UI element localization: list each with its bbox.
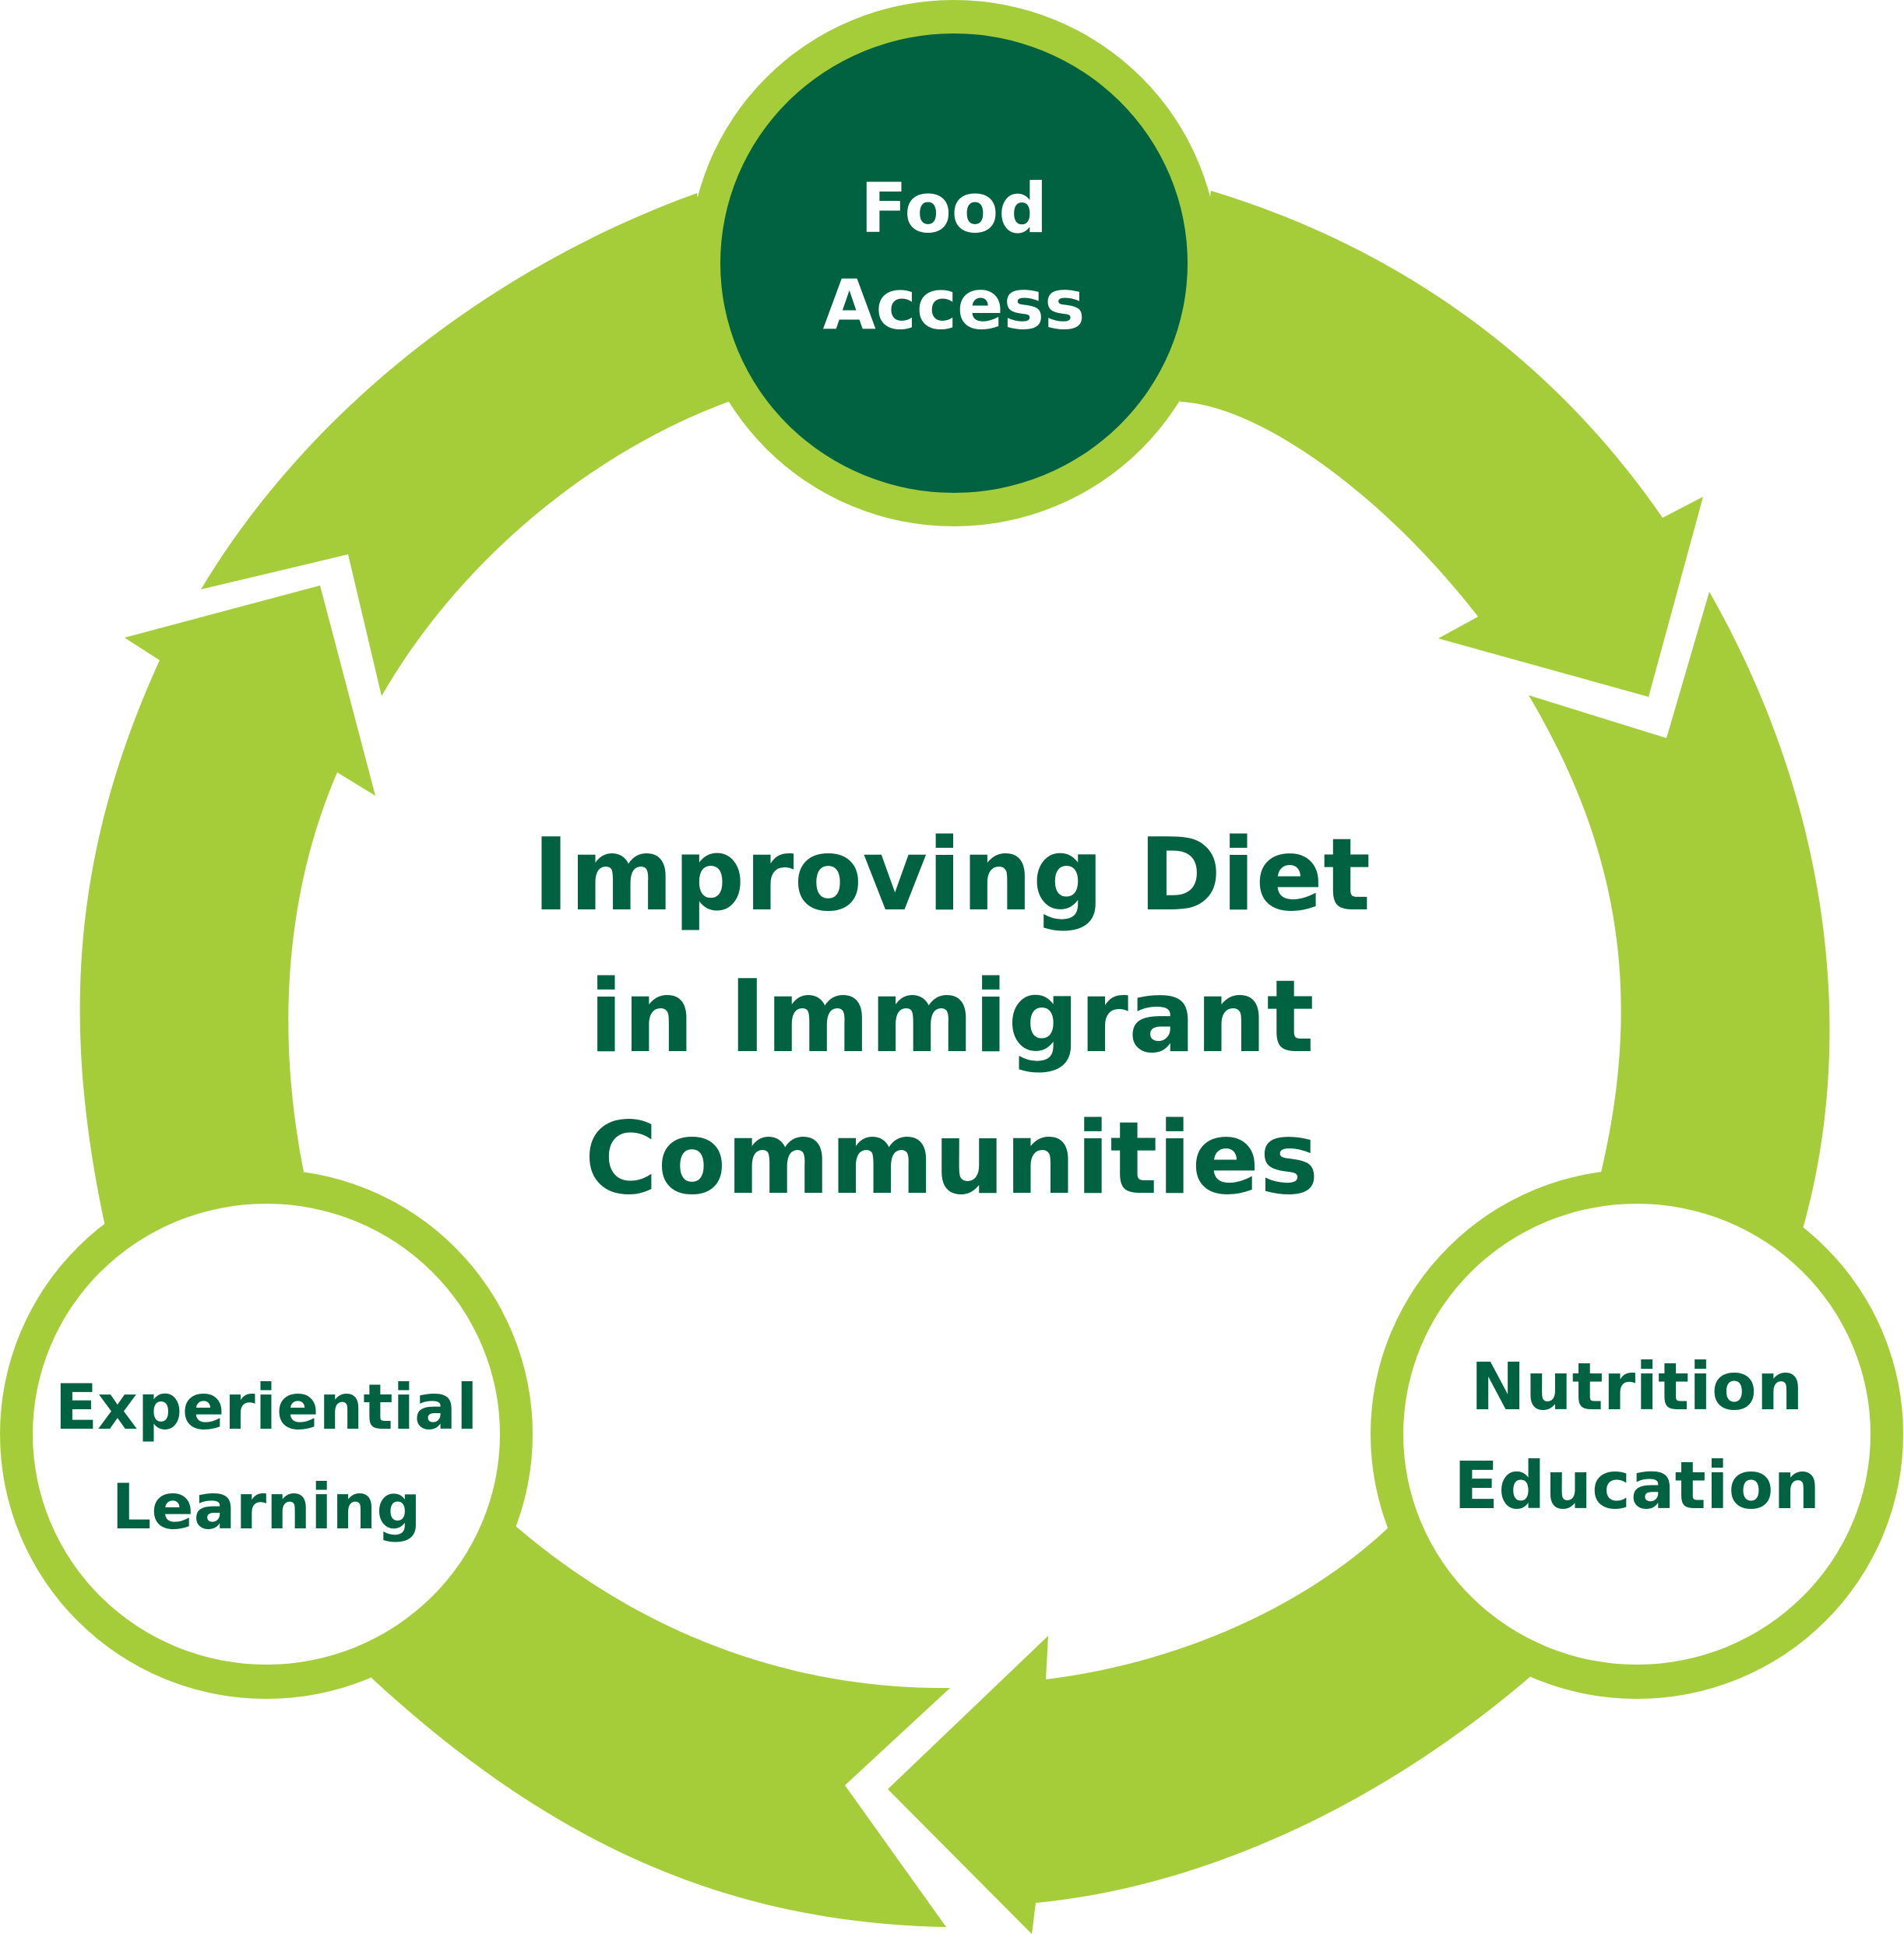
center-title-line2: in Immigrant [589, 959, 1314, 1075]
food-access-label-line2: Access [823, 265, 1086, 345]
food-access-label-line1: Food [860, 168, 1047, 248]
cycle-arrow-right-lower [1529, 592, 1830, 1229]
experiential-learning-node [33, 1204, 500, 1665]
food-access-node [720, 33, 1188, 493]
center-title-line3: Communities [585, 1101, 1319, 1217]
nutrition-education-label-line2: Education [1454, 1447, 1820, 1524]
experiential-learning-label-line2: Learning [111, 1471, 421, 1543]
center-title-line1: Improving Diet [533, 818, 1371, 934]
cycle-arrow-food-to-nutrition [1180, 191, 1703, 697]
cycle-arrow-left-upper [201, 193, 730, 696]
cycle-arrow-nutrition-to-learning [888, 1526, 1533, 1934]
nutrition-education-node [1403, 1204, 1871, 1665]
experiential-learning-label-line1: Experiential [55, 1371, 478, 1443]
cycle-arrow-bottom-left [371, 1526, 950, 1927]
nutrition-education-label-line1: Nutrition [1471, 1349, 1804, 1425]
cycle-arrow-learning-to-food [79, 585, 375, 1226]
